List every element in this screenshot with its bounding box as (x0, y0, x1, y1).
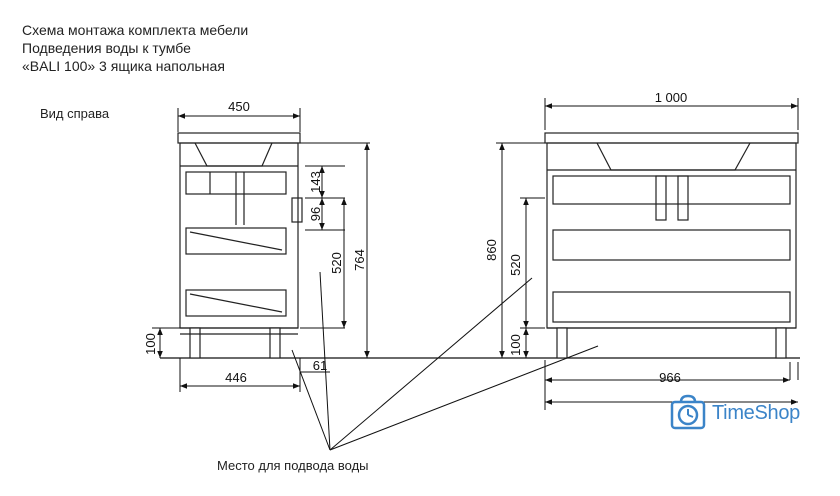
front-width-dim (544, 98, 799, 130)
side-cabinet (177, 132, 303, 359)
side-mid-label: 96 (308, 207, 323, 221)
front-water-dim (520, 197, 545, 358)
side-top-label: 143 (308, 171, 323, 193)
front-height-label: 860 (484, 239, 499, 261)
water-connection-note: Место для подвода воды (217, 458, 369, 473)
front-cabinet (544, 132, 799, 359)
title-line-1: Схема монтажа комплекта мебели (22, 22, 249, 38)
side-legs-dim (152, 327, 180, 358)
front-inner-label: 966 (659, 370, 681, 385)
side-depth-dim (179, 358, 330, 392)
front-legs-label: 100 (508, 334, 523, 356)
title-line-2: Подведения воды к тумбе (22, 40, 191, 56)
brand-name: TimeShop (712, 401, 801, 424)
side-water-label: 520 (329, 252, 344, 274)
title-line-3: «BALI 100» 3 ящика напольная (22, 58, 225, 74)
side-width-label: 450 (228, 99, 250, 114)
side-height-label: 764 (352, 249, 367, 271)
front-water-label: 520 (508, 254, 523, 276)
front-width-label: 1 000 (655, 90, 688, 105)
side-view-label: Вид справа (40, 106, 110, 121)
side-width-dim: 450 (177, 99, 301, 132)
water-leader-lines (291, 271, 599, 451)
side-vertical-dims (300, 142, 370, 358)
side-depth-label: 446 (225, 370, 247, 385)
front-inner-dim (544, 360, 799, 410)
clock-bag-icon (670, 394, 706, 430)
side-legs-label: 100 (143, 333, 158, 355)
brand-logo[interactable]: TimeShop (668, 393, 800, 433)
front-height-dim (496, 142, 545, 358)
side-offset-label: 61 (313, 358, 327, 373)
